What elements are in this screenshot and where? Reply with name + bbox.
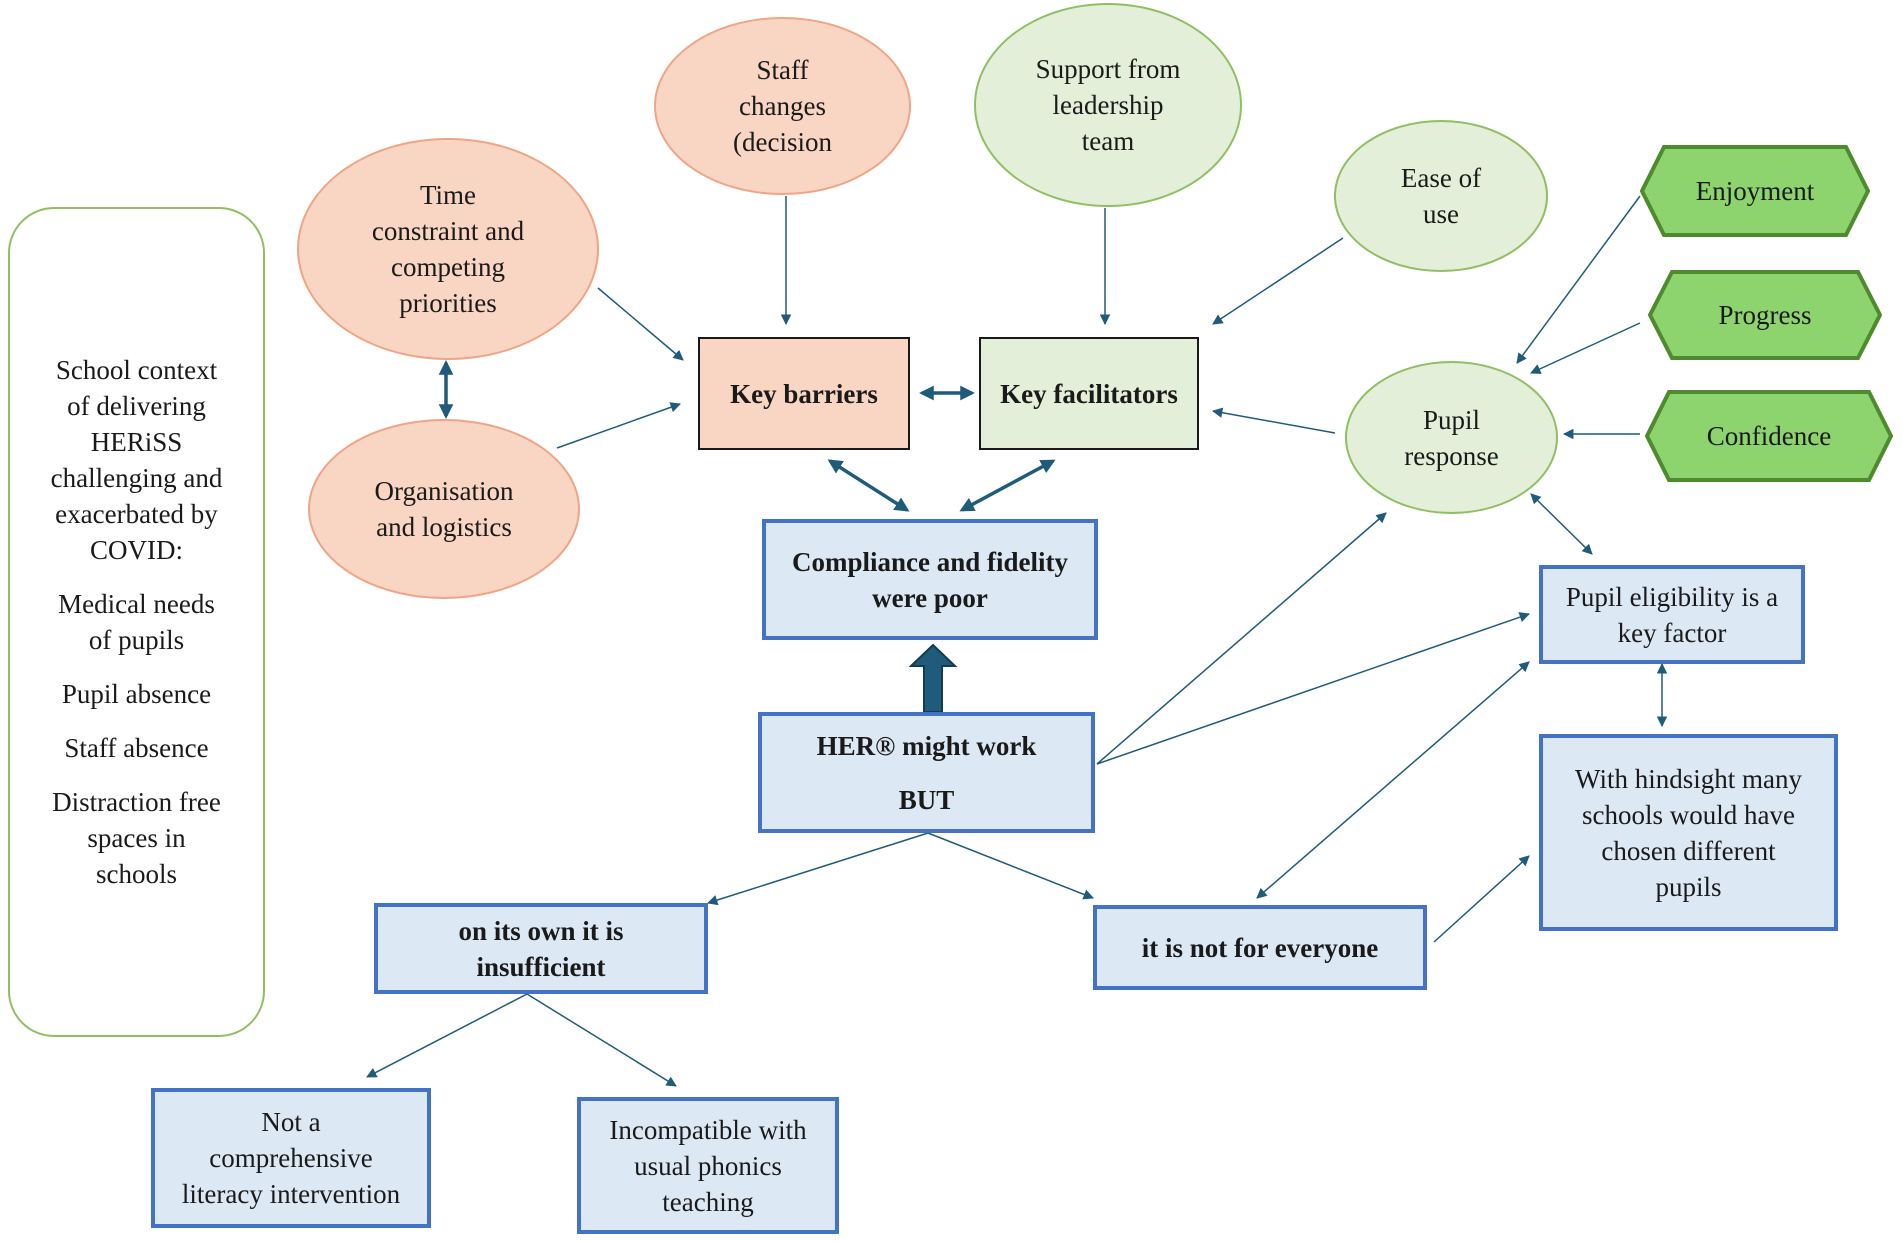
arrow-barriers-compliance	[827, 459, 910, 512]
incompatible-phonics-box: Incompatible with usual phonics teaching	[577, 1097, 839, 1234]
pupil-eligibility-box: Pupil eligibility is a key factor	[1539, 565, 1805, 664]
key-facilitators-box: Key facilitators	[979, 337, 1199, 450]
support-leadership-ellipse: Support from leadership team	[974, 3, 1242, 207]
arrow-time-to-barriers	[597, 287, 684, 361]
but-label: BUT	[898, 784, 955, 815]
key-barriers-box: Key barriers	[698, 337, 910, 450]
confidence-label: Confidence	[1706, 420, 1832, 451]
confidence-shape	[1645, 390, 1893, 482]
arrow-her-to-notforeveryone	[927, 832, 1094, 900]
arrow-facilitators-compliance	[959, 459, 1056, 512]
arrow-enjoyment-to-pupil	[1516, 195, 1641, 364]
hindsight-box: With hindsight many schools would have c…	[1539, 734, 1838, 931]
progress-label: Progress	[1718, 299, 1812, 330]
enjoyment-hexagon: Enjoyment	[1640, 145, 1870, 237]
ease-of-use-ellipse: Ease of use	[1334, 120, 1548, 272]
arrow-her-to-onitsown	[706, 832, 929, 906]
on-its-own-box: on its own it is insufficient	[374, 903, 708, 994]
arrow-onitsown-to-incompatible	[526, 993, 677, 1087]
block-arrow-her-to-compliance	[908, 643, 958, 713]
arrow-progress-to-pupil	[1530, 322, 1641, 374]
arrow-notforeveryone-eligibility	[1256, 661, 1530, 899]
arrow-notforeveryone-to-hindsight	[1433, 855, 1530, 943]
progress-hexagon: Progress	[1648, 270, 1882, 360]
arrow-onitsown-to-notcomprehensive	[366, 993, 528, 1078]
her-might-work-label: HER® might work	[816, 730, 1037, 761]
context-paragraph-staff-absence: Staff absence	[64, 733, 209, 763]
context-paragraph-covid: School context of delivering HERiSS chal…	[50, 355, 223, 565]
enjoyment-label: Enjoyment	[1695, 175, 1815, 206]
pupil-response-ellipse: Pupil response	[1345, 361, 1558, 514]
staff-changes-ellipse: Staff changes (decision	[654, 17, 911, 195]
arrow-ease-to-facilitators	[1212, 237, 1344, 325]
context-paragraph-medical: Medical needs of pupils	[58, 589, 215, 655]
arrow-her-to-eligibility	[1096, 612, 1530, 765]
arrow-pupil-eligibility	[1530, 493, 1593, 555]
compliance-fidelity-box: Compliance and fidelity were poor	[762, 519, 1098, 640]
organisation-logistics-ellipse: Organisation and logistics	[308, 419, 580, 599]
arrow-pupil-response-to-facilitators	[1211, 407, 1336, 434]
enjoyment-shape	[1640, 145, 1870, 237]
confidence-hexagon: Confidence	[1645, 390, 1893, 482]
school-context-box: School context of delivering HERiSS chal…	[8, 207, 265, 1037]
context-paragraph-pupil-absence: Pupil absence	[61, 679, 212, 709]
arrow-organisation-to-barriers	[556, 402, 681, 449]
context-paragraph-distraction: Distraction free spaces in schools	[52, 787, 221, 889]
not-comprehensive-box: Not a comprehensive literacy interventio…	[151, 1088, 431, 1228]
her-might-work-box: HER® might work BUT	[758, 712, 1095, 833]
time-constraint-ellipse: Time constraint and competing priorities	[297, 138, 599, 360]
not-for-everyone-box: it is not for everyone	[1093, 905, 1427, 990]
progress-shape	[1648, 270, 1882, 360]
arrow-her-to-pupil	[1096, 512, 1387, 765]
